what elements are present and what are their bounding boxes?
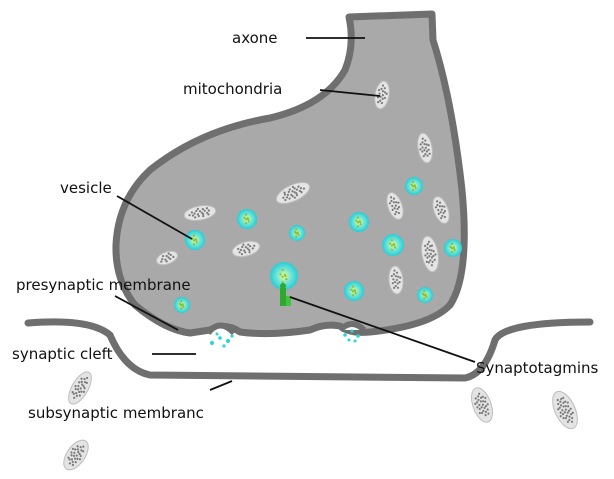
vesicle-7 bbox=[444, 239, 462, 257]
vesicle-2 bbox=[237, 209, 257, 229]
label-presynaptic-membrane: presynaptic membrane bbox=[16, 276, 191, 294]
vesicle-8 bbox=[174, 297, 190, 313]
label-synaptotagmins: Synaptotagmins bbox=[476, 359, 599, 377]
vesicle-4 bbox=[349, 212, 369, 232]
vesicle-5 bbox=[405, 177, 423, 195]
vesicle-11 bbox=[417, 287, 433, 303]
vesicle-1 bbox=[185, 230, 205, 250]
label-vesicle: vesicle bbox=[60, 179, 112, 197]
mitochondrion-outside-1 bbox=[64, 368, 96, 407]
fusion-pore-left bbox=[208, 326, 234, 334]
subsynaptic-leader bbox=[210, 381, 232, 390]
mitochondrion-outside-4 bbox=[59, 436, 93, 474]
label-axone: axone bbox=[232, 29, 278, 47]
fusion-pore-right bbox=[340, 324, 364, 330]
mitochondrion-outside-2 bbox=[467, 385, 496, 425]
vesicle-6 bbox=[382, 234, 404, 256]
label-synaptic-cleft: synaptic cleft bbox=[12, 345, 113, 363]
label-subsynaptic-membrane: subsynaptic membranc bbox=[28, 404, 204, 422]
mitochondrion-outside-3 bbox=[547, 388, 582, 433]
vesicle-3 bbox=[289, 225, 305, 241]
label-mitochondria: mitochondria bbox=[183, 80, 282, 98]
vesicle-10 bbox=[344, 281, 364, 301]
